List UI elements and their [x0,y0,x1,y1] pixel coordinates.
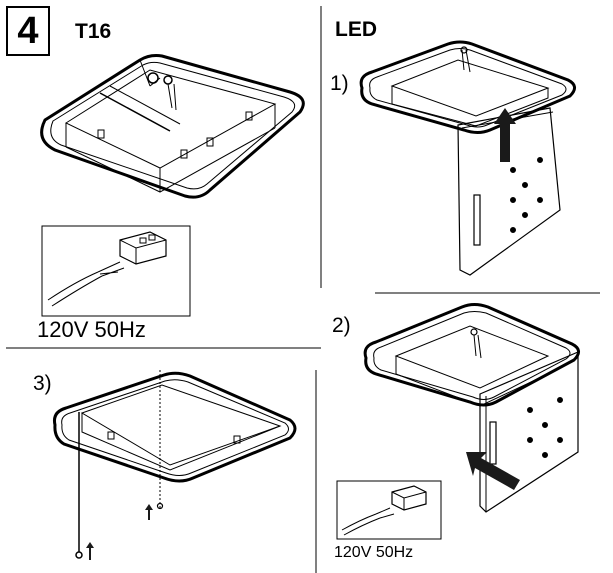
step-number-badge: 4 [6,6,50,56]
up-arrow-icon [86,504,153,560]
led-step2-fixture-illustration [363,303,580,513]
up-arrow-icon [494,108,516,162]
t16-voltage-label: 120V 50Hz [37,317,146,342]
t16-fixture-illustration [40,54,305,199]
led-panel-title: LED [335,18,377,41]
diagonal-arrow-icon [466,452,520,490]
t16-wiring-inset [41,225,191,317]
led-step1-label: 1) [330,72,349,95]
led-voltage-label: 120V 50Hz [334,544,414,561]
led-wiring-inset [336,480,442,540]
led-step2-label: 2) [332,314,351,337]
step3-label: 3) [33,372,52,395]
t16-panel-title: T16 [75,20,112,43]
step3-fixture-illustration [53,370,297,559]
led-step1-fixture-illustration [359,40,576,276]
